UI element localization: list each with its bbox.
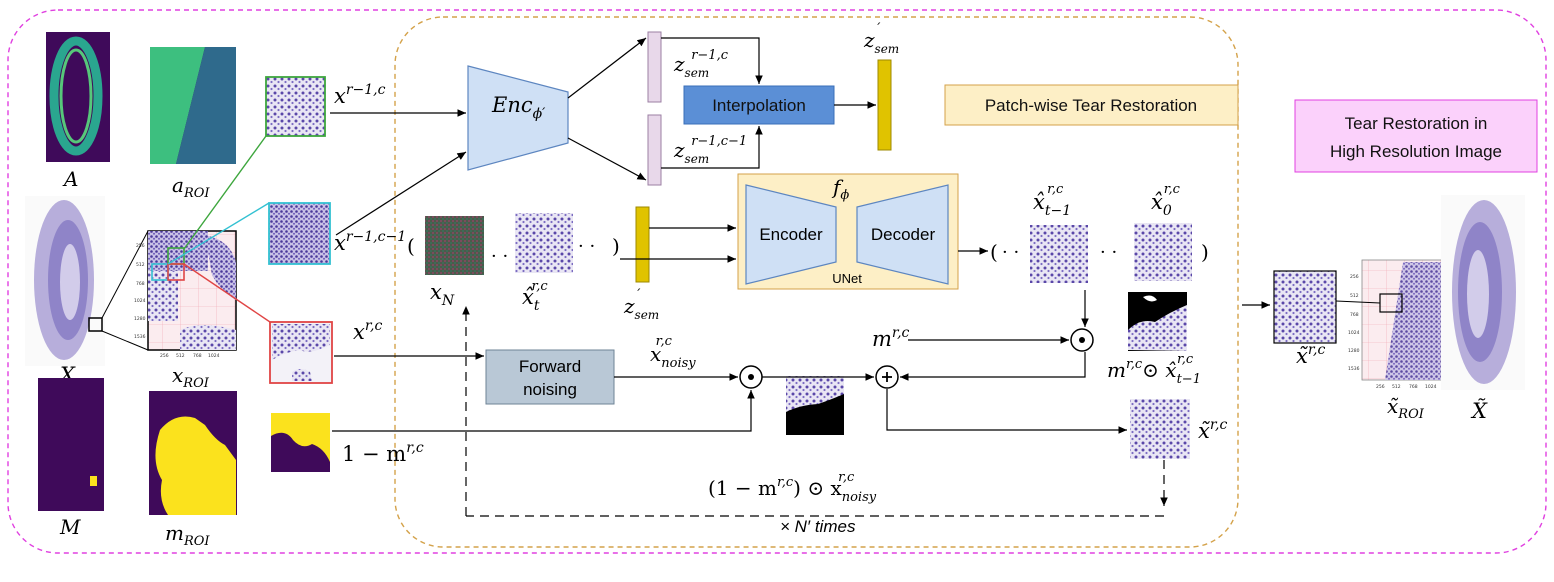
whole-slide-X [25, 196, 105, 366]
label-m-rc: mr,c [872, 325, 910, 351]
tick-x-768: 768 [193, 353, 202, 359]
noise-patch [425, 216, 484, 275]
label-x-roi: xROI [172, 363, 210, 391]
tick-y-1536: 1536 [134, 334, 146, 340]
label-x-0: x̂0r,c [1151, 182, 1181, 219]
tick-right-y-1536: 1536 [1348, 366, 1360, 372]
paren-open-2: ( [990, 240, 998, 264]
xtm1-patch [1030, 225, 1088, 283]
patch-prev-col [268, 202, 331, 265]
label-one-minus-m: 1 − mr,c [342, 440, 424, 466]
tick-right-y-1024: 1024 [1348, 330, 1360, 336]
label-m-roi: mROI [165, 521, 210, 549]
tick-right-y-256: 256 [1350, 274, 1359, 280]
label-a-roi: aROI [172, 173, 210, 201]
mask-M [38, 378, 104, 511]
masked-noisy-patch [786, 376, 844, 435]
label-x-N: xN [430, 280, 455, 309]
label-x-t: x̂tr,c [522, 279, 548, 314]
annotation-map-A [46, 32, 110, 162]
tick-y-1280: 1280 [134, 316, 146, 322]
highres-box [1294, 99, 1538, 173]
tick-right-x-1024: 1024 [1425, 384, 1437, 390]
paren-open-1: ( [407, 234, 415, 258]
output-whole-slide [1441, 195, 1525, 390]
label-z-row: zsemr−1,c [673, 48, 729, 80]
tick-right-x-768: 768 [1409, 384, 1418, 390]
label-one-minus-odot: (1 − mr,c) ⊙ xnoisyr,c [708, 470, 877, 505]
label-x-noisy: xnoisyr,c [650, 334, 696, 371]
output-patch [1273, 270, 1337, 344]
label-m-odot: mr,c⊙ x̂t−1r,c [1107, 352, 1201, 387]
label-x-tilde-roi: x̃ROI [1387, 394, 1425, 422]
zsem-top [877, 59, 892, 151]
latent-row [647, 31, 662, 103]
outer-frame [7, 9, 1547, 554]
label-x-tilde-right: x̃r,c [1296, 342, 1325, 368]
mask-roi-m [149, 391, 237, 515]
patch-current [269, 321, 333, 384]
xt-patch [515, 213, 573, 273]
x-tilde-patch [1130, 399, 1190, 459]
forward-noising-box [485, 349, 615, 405]
patchwise-label: Patch-wise Tear Restoration [985, 96, 1197, 115]
label-zsem-bottom: zsem′ [623, 287, 659, 322]
interpolation-box [683, 85, 835, 125]
tick-right-y-1280: 1280 [1348, 348, 1360, 354]
label-enc: Encϕ′ [491, 93, 546, 122]
forward-line2: noising [523, 380, 577, 399]
patch-prev-row [265, 76, 326, 137]
label-x-prev-row: xr−1,c [334, 82, 386, 108]
mask-patch-black [1128, 292, 1187, 351]
label-x-curr: xr,c [353, 318, 382, 344]
tick-x-256: 256 [160, 353, 169, 359]
label-zsem-top: zsem′ [863, 21, 899, 56]
dots-3: · · [1002, 242, 1019, 263]
tick-right-y-512: 512 [1350, 293, 1359, 299]
unet-encoder-label: Encoder [759, 225, 823, 244]
tick-right-y-768: 768 [1350, 312, 1359, 318]
label-z-col: zsemr−1,c−1 [673, 134, 747, 166]
dots-2: · · [578, 236, 595, 257]
dots-1: · · [491, 246, 508, 267]
paren-close-1: ) [612, 234, 620, 258]
label-x-tm1: x̂t−1r,c [1033, 182, 1071, 219]
inner-frame [394, 16, 1239, 548]
unet-encoder [745, 184, 837, 285]
dots-4: · · [1100, 242, 1117, 263]
unet-decoder-label: Decoder [871, 225, 936, 244]
tick-right-x-512: 512 [1392, 384, 1401, 390]
label-M: M [59, 515, 81, 539]
output-roi [1361, 259, 1453, 381]
patch-mask-inverse [271, 413, 330, 472]
tick-y-1024: 1024 [134, 298, 146, 304]
paren-close-2: ) [1201, 240, 1209, 264]
unet-label: UNet [832, 271, 862, 286]
encoder-enc [467, 65, 569, 171]
label-A: A [62, 167, 78, 191]
label-X-tilde: X̃ [1470, 399, 1488, 423]
roi-x-grid [147, 230, 237, 351]
times-label: × N′ times [780, 517, 856, 536]
latent-col [647, 114, 662, 186]
annotation-roi-a [150, 47, 236, 164]
tick-right-x-256: 256 [1376, 384, 1385, 390]
x0-patch [1134, 223, 1192, 281]
label-x-prev-col: xr−1,c−1 [334, 229, 406, 255]
unet-decoder [856, 184, 949, 285]
label-x-tilde: x̃r,c [1198, 417, 1227, 443]
forward-line1: Forward [519, 357, 581, 376]
interpolation-label: Interpolation [712, 96, 806, 115]
tick-x-512: 512 [176, 353, 185, 359]
tick-y-768: 768 [136, 281, 145, 287]
highres-line1: Tear Restoration in [1345, 114, 1488, 133]
highres-line2: High Resolution Image [1330, 142, 1502, 161]
patchwise-box [944, 84, 1239, 126]
tick-x-1024: 1024 [208, 353, 220, 359]
tick-y-512: 512 [136, 262, 145, 268]
zsem-bottom [635, 206, 650, 283]
